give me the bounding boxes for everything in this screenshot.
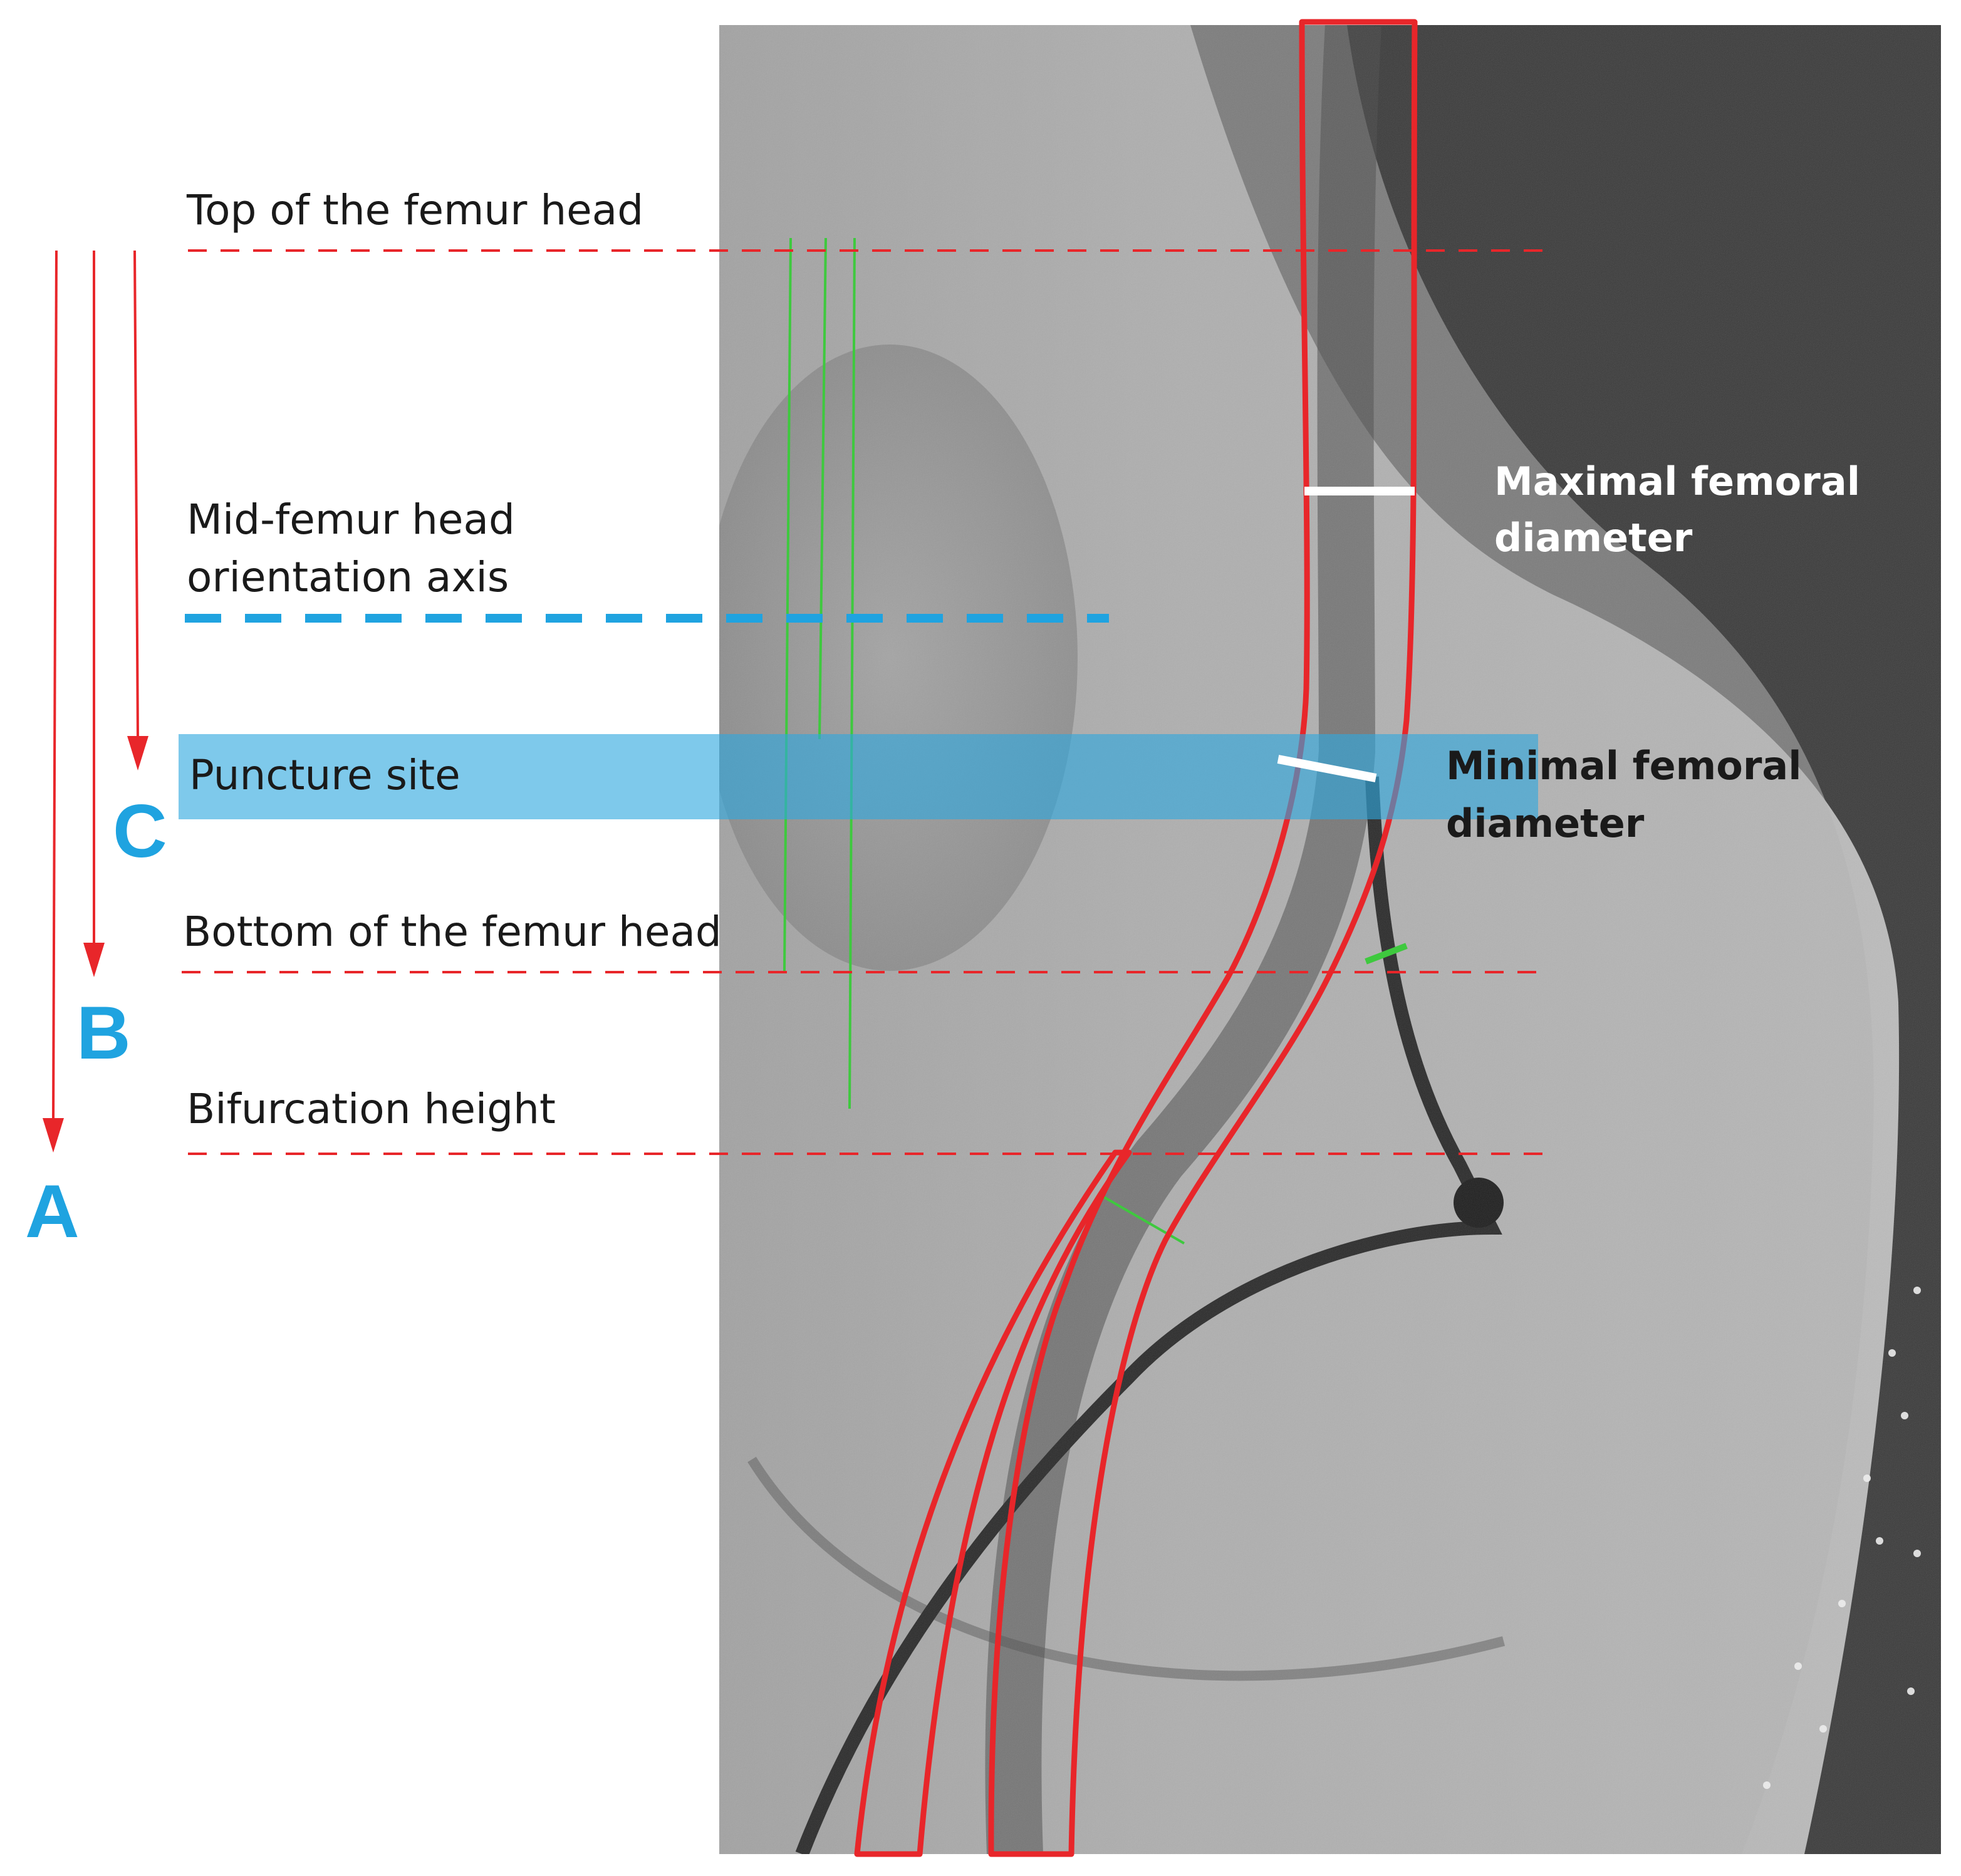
xray-image xyxy=(719,25,1941,1854)
label-minimal-diameter-line2: diameter xyxy=(1446,801,1645,846)
label-mid-femur-line2: orientation axis xyxy=(187,553,509,601)
label-maximal-diameter-line2: diameter xyxy=(1494,515,1693,561)
minimal-diameter-bar xyxy=(1277,755,1377,782)
green-measurements xyxy=(783,237,1408,1245)
label-a: A xyxy=(25,1169,80,1253)
vessel-branch-outline xyxy=(854,1149,1132,1857)
label-b: B xyxy=(76,991,131,1075)
label-mid-femur-line1: Mid-femur head xyxy=(187,495,515,544)
label-bottom-femur-head: Bottom of the femur head xyxy=(183,908,722,956)
distance-arrows xyxy=(43,250,148,1153)
arrow-c xyxy=(127,250,148,770)
label-maximal-diameter-line1: Maximal femoral xyxy=(1494,459,1860,504)
puncture-band xyxy=(179,734,1538,819)
label-puncture-site: Puncture site xyxy=(189,751,460,799)
label-minimal-diameter-line1: Minimal femoral xyxy=(1446,743,1802,789)
label-c: C xyxy=(113,789,167,873)
arrow-a xyxy=(43,250,64,1153)
label-bifurcation-height: Bifurcation height xyxy=(187,1085,556,1133)
arrow-b xyxy=(83,251,105,977)
label-top-femur-head: Top of the femur head xyxy=(186,186,643,234)
